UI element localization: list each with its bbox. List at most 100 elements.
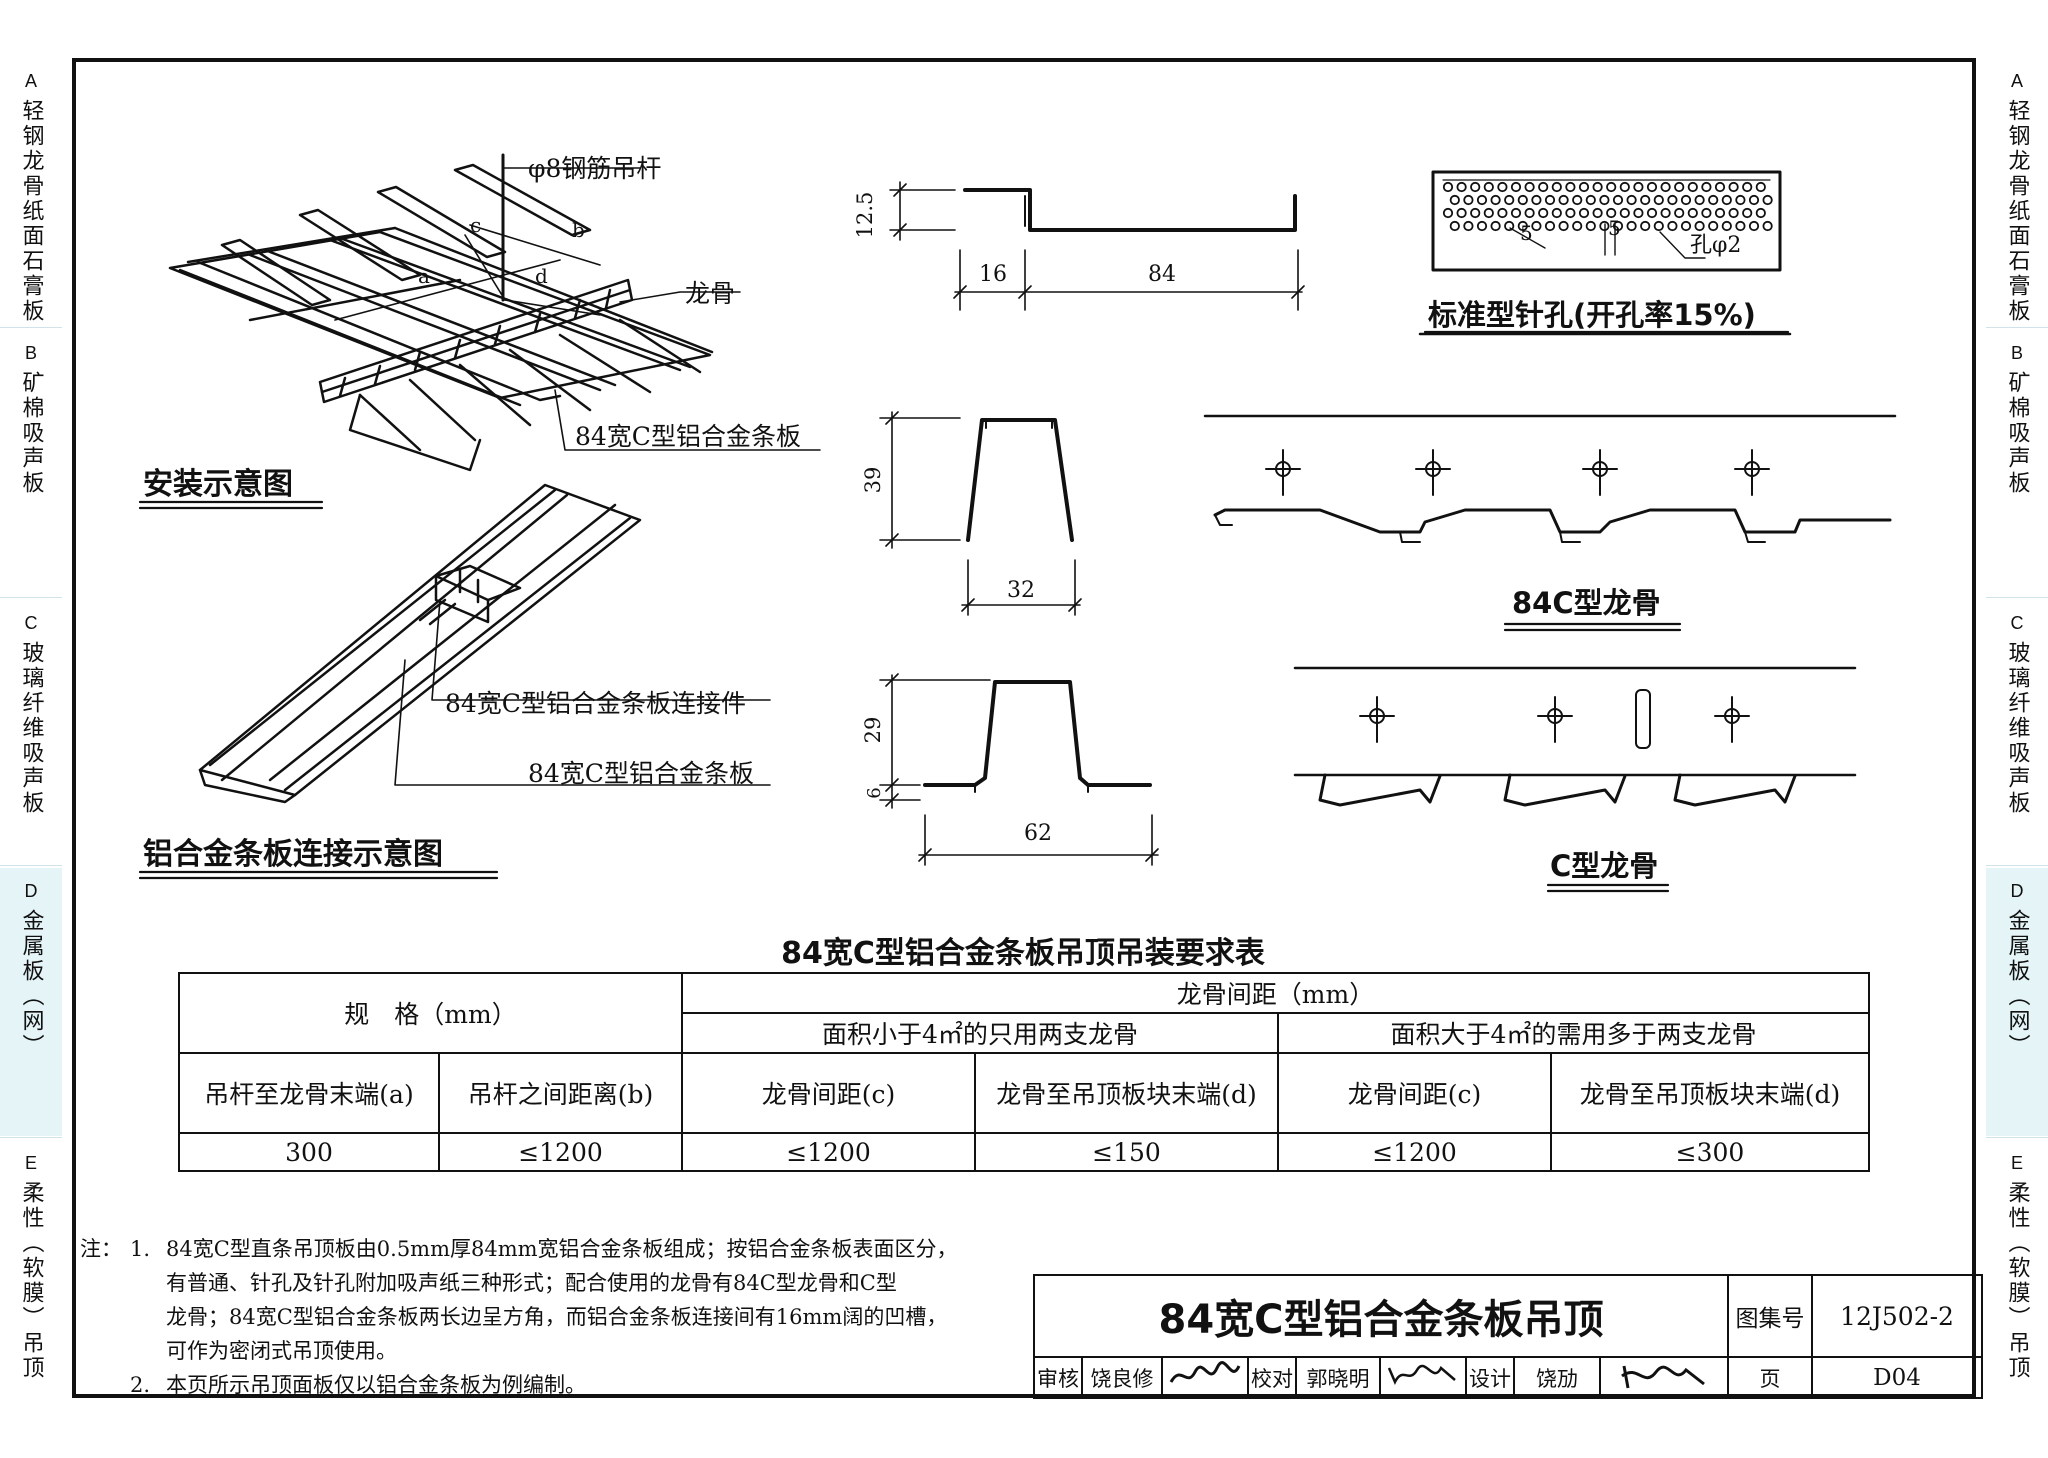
side-tab-divider [0, 597, 62, 598]
perforation-hole [1653, 194, 1664, 206]
table-cell: ≤1200 [681, 1132, 976, 1172]
perforation-hole [1592, 181, 1603, 193]
perforation-hole [1687, 181, 1698, 193]
perforation-hole [1612, 194, 1624, 206]
perforation-hole [1517, 194, 1528, 206]
checker-signature [1379, 1356, 1467, 1399]
perforation-hole [1667, 220, 1678, 232]
keelc-profile [879, 673, 1159, 866]
keelc-title: C型龙骨 [1550, 849, 1658, 883]
side-tab-label: 矿棉吸声板 [2004, 371, 2030, 496]
perforation-hole [1442, 181, 1454, 193]
designer-signature [1599, 1356, 1729, 1399]
side-tab-divider [1986, 865, 2048, 866]
keelc-height-dim: 29 [861, 717, 885, 744]
perforation-hole [1442, 207, 1454, 219]
side-tab-label: 轻钢龙骨纸面石膏板 [2004, 99, 2030, 324]
spec-header: 规 格（mm） [178, 972, 683, 1054]
side-tab-e[interactable]: E 柔性（软膜）吊顶 [1986, 1140, 2048, 1398]
table-cell: ≤1200 [1277, 1132, 1552, 1172]
connection-panel-label: 84宽C型铝合金条板 [528, 759, 754, 788]
perforation-hole [1504, 194, 1515, 206]
group1-header: 面积小于4㎡的只用两支龙骨 [681, 1012, 1279, 1054]
drawing-frame [72, 58, 1976, 1398]
perforation-hole [1619, 181, 1630, 193]
table-cell: ≤300 [1550, 1132, 1870, 1172]
note-text: 龙骨；84宽C型铝合金条板两长边呈方角，而铝合金条板连接间有16mm阔的凹槽， [166, 1305, 948, 1329]
perforation-hole [1538, 207, 1549, 219]
notes: 注：1.84宽C型直条吊顶板由0.5mm厚84mm宽铝合金条板组成；按铝合金条板… [80, 1232, 958, 1402]
atlas-number: 12J502-2 [1811, 1274, 1983, 1358]
panel-height-dim: 12.5 [853, 192, 877, 239]
side-tab-letter: E [2010, 1153, 2023, 1173]
keelc-graphic [1293, 666, 1857, 807]
perforation-hole [1674, 207, 1685, 219]
signature-icon [1387, 1364, 1456, 1385]
perforation-hole-label: 孔φ2 [1690, 233, 1741, 258]
column-header: 龙骨至吊顶板块末端(d) [974, 1052, 1279, 1134]
perforation-hole [1640, 220, 1651, 232]
perforation-hole [1735, 194, 1746, 206]
perforation-hole [1714, 181, 1726, 193]
perforation-hole [1510, 207, 1522, 219]
perforation-hole [1538, 181, 1549, 193]
perforation-hole [1721, 220, 1732, 232]
keelc-lip-dim: 6 [864, 787, 885, 798]
requirements-table: 规 格（mm） 龙骨间距（mm） 面积小于4㎡的只用两支龙骨 面积大于4㎡的需用… [178, 972, 1870, 1172]
panel-width2-dim: 84 [1148, 262, 1176, 287]
page-label: 页 [1727, 1356, 1813, 1399]
side-tab-divider [1986, 1137, 2048, 1138]
perforation-hole [1619, 207, 1630, 219]
signature-icon [1621, 1365, 1705, 1389]
signature-icon [1169, 1361, 1241, 1383]
side-tab-letter: C [24, 613, 38, 633]
side-tab-label: 柔性（软膜）吊顶 [2004, 1181, 2030, 1381]
rod-label: φ8钢筋吊杆 [528, 154, 661, 183]
perforation-hole [1660, 181, 1671, 193]
perforation-hole [1572, 194, 1583, 206]
column-header: 吊杆之间距离(b) [438, 1052, 683, 1134]
perforation-hole [1497, 207, 1508, 219]
perforation-hole [1735, 220, 1746, 232]
reviewer-signature [1161, 1356, 1249, 1399]
table-title: 84宽C型铝合金条板吊顶吊装要求表 [781, 936, 1265, 971]
column-header: 龙骨间距(c) [1277, 1052, 1552, 1134]
perforation-hole [1694, 194, 1705, 206]
perforation-hole [1497, 181, 1508, 193]
perforation-graphic [1418, 170, 1792, 336]
perforation-hole [1701, 207, 1712, 219]
perforation-hole [1558, 194, 1569, 206]
keel84c-graphic [1203, 414, 1897, 543]
perforation-hole [1449, 220, 1460, 232]
drawing-title: 84宽C型铝合金条板吊顶 [1033, 1274, 1729, 1358]
perforation-hole [1551, 207, 1562, 219]
perforation-hole [1524, 181, 1535, 193]
perforation-hole [1728, 181, 1739, 193]
perforation-hole [1510, 181, 1522, 193]
perforation-hole [1551, 181, 1562, 193]
perforation-hole [1708, 220, 1719, 232]
install-diagram-graphic [168, 153, 821, 472]
table-cell: 300 [178, 1132, 440, 1172]
keel-label: 龙骨 [685, 279, 735, 308]
perforation-hole [1565, 207, 1576, 219]
perforation-hole [1531, 194, 1542, 206]
perforation-hole [1490, 194, 1501, 206]
dim-c-label: c [470, 213, 481, 237]
perforation-hole [1653, 220, 1664, 232]
check-label: 校对 [1247, 1356, 1297, 1399]
install-panel-label: 84宽C型铝合金条板 [575, 422, 801, 451]
perforation-hole [1694, 220, 1705, 232]
perforation-hole [1504, 220, 1515, 232]
perforation-hole [1646, 181, 1658, 193]
perforation-hole [1762, 194, 1773, 206]
